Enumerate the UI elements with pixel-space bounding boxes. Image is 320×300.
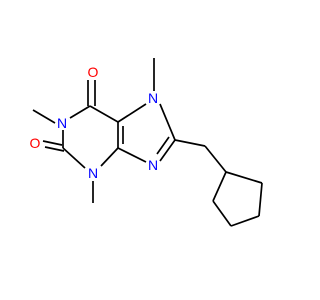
bond-layer <box>32 58 263 227</box>
bond-n3-c2 <box>62 147 86 169</box>
bond-n9-c4 <box>117 147 147 163</box>
bond-c8-n9-b <box>156 136 170 155</box>
atom-label-layer: O O N N N N <box>30 64 159 181</box>
bond-cp-5 <box>225 171 263 184</box>
bond-ch2-ring <box>204 145 227 173</box>
bond-c5-n7 <box>117 103 147 123</box>
nitrogen-n1: N <box>57 115 67 131</box>
structure-canvas: O O N N N N <box>29 58 263 227</box>
bond-n1-c6 <box>69 105 91 119</box>
bond-cp-2 <box>212 200 232 227</box>
carbonyl-oxygen-top: O <box>88 64 99 80</box>
bond-c2-o-b <box>44 146 65 152</box>
bond-cp-3 <box>230 215 260 227</box>
bond-cp-1 <box>212 171 227 202</box>
nitrogen-n3: N <box>88 165 98 181</box>
nitrogen-n9: N <box>148 157 158 173</box>
bond-c6-c5 <box>89 105 119 123</box>
bond-c2-o-a <box>42 140 63 146</box>
molecule-drawing: O O N N N N <box>30 58 263 227</box>
bond-cp-4 <box>258 182 263 217</box>
bond-c8-ch2 <box>174 139 206 147</box>
bond-n7-c8 <box>159 103 176 141</box>
carbonyl-oxygen-left: O <box>30 135 41 151</box>
bond-c8-n9-a <box>159 139 176 162</box>
bond-n1-methyl <box>32 109 56 124</box>
bond-c4-n3 <box>100 147 119 167</box>
nitrogen-n7: N <box>148 90 158 106</box>
